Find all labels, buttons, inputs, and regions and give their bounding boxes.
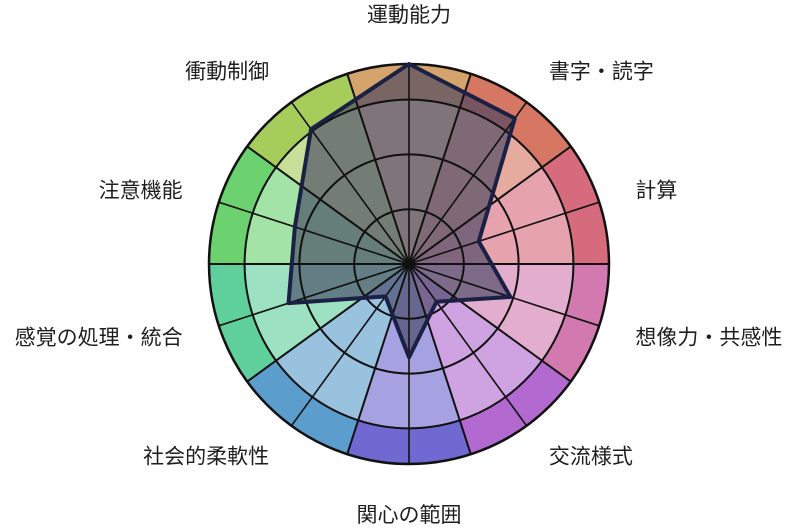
axis-spoke bbox=[408, 263, 600, 327]
sector-divider bbox=[408, 263, 572, 383]
axis-spoke bbox=[408, 101, 528, 265]
axis-label: 交流様式 bbox=[549, 445, 633, 469]
radar-wheel bbox=[207, 62, 611, 466]
axis-spoke bbox=[218, 263, 410, 327]
data-polygon-outline bbox=[286, 62, 517, 360]
sector-divider bbox=[246, 263, 410, 383]
axis-label: 書字・読字 bbox=[549, 59, 654, 83]
sector-inner bbox=[276, 264, 409, 421]
axis-spoke bbox=[408, 263, 528, 427]
sector-divider bbox=[346, 73, 410, 265]
axis-label: 衝動制御 bbox=[185, 59, 269, 83]
axis-label: 感覚の処理・統合 bbox=[15, 326, 183, 350]
axis-spoke bbox=[408, 201, 600, 265]
axis-label: 関心の範囲 bbox=[357, 503, 462, 527]
axis-label: 想像力・共感性 bbox=[635, 326, 782, 350]
sector-divider bbox=[246, 145, 410, 265]
axis-label: 運動能力 bbox=[367, 3, 451, 27]
axis-label: 計算 bbox=[635, 178, 677, 202]
sector-divider bbox=[346, 263, 410, 455]
sector-divider bbox=[408, 263, 472, 455]
axis-label: 注意機能 bbox=[99, 178, 183, 202]
sector-divider bbox=[408, 73, 472, 265]
axis-label: 社会的柔軟性 bbox=[143, 445, 269, 469]
axis-spoke bbox=[218, 201, 410, 265]
axis-spoke bbox=[290, 263, 410, 427]
